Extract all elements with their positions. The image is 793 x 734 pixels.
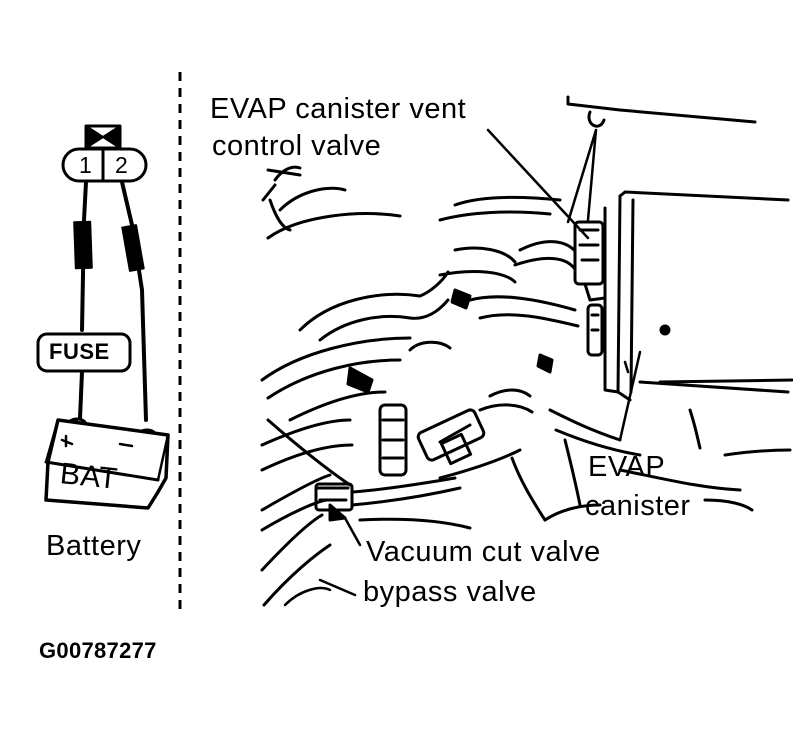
canister-label-line1: EVAP <box>588 451 666 483</box>
leader-vent-valve <box>486 128 590 240</box>
canister-label-line2: canister <box>585 490 691 522</box>
engine-bay-drawing <box>260 95 793 607</box>
figure-id: G00787277 <box>39 638 157 663</box>
connector-pin-1: 1 <box>79 152 93 178</box>
leader-bypass <box>318 578 357 597</box>
leader-evap-canister <box>618 350 642 442</box>
vacuum-cut-valve-label: Vacuum cut valve <box>366 536 601 568</box>
battery-test-panel <box>36 124 170 510</box>
battery-case-label: BAT <box>58 457 120 496</box>
battery-caption: Battery <box>46 530 142 562</box>
evap-canister <box>603 190 793 402</box>
leader-vacuum-cut <box>343 516 362 547</box>
fuse-label: FUSE <box>49 339 110 364</box>
vent-valve-label-line1: EVAP canister vent <box>210 93 467 125</box>
connector-pin-2: 2 <box>115 152 129 178</box>
bypass-valve-label: bypass valve <box>363 576 537 608</box>
lead-1 <box>80 180 88 332</box>
connector-symbol <box>84 124 122 150</box>
fuse-box <box>36 332 132 373</box>
vent-control-valve <box>573 220 607 357</box>
vacuum-cut-valve <box>314 482 354 522</box>
lead-2 <box>120 180 148 422</box>
vent-valve-label-line2: control valve <box>212 130 382 162</box>
